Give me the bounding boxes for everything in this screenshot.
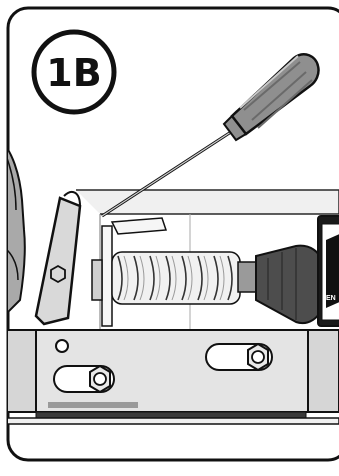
base-plate [0,418,339,424]
step-badge: 1B [34,32,114,112]
device-label: EN [318,216,339,326]
housing-base [0,330,339,412]
spring-icon [112,252,240,304]
step-label: 1B [46,51,101,95]
device-label-text: EN [326,295,336,302]
